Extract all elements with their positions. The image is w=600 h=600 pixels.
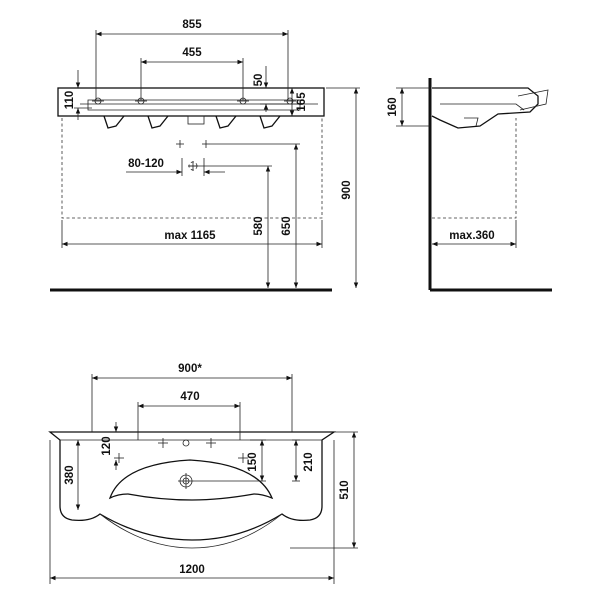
dim-120: 120 <box>101 422 119 470</box>
dim-580: 580 <box>190 165 272 288</box>
dim-150-label: 150 <box>247 452 259 471</box>
dim-580-label: 580 <box>253 216 265 235</box>
dim-max-360-label: max.360 <box>449 230 494 242</box>
dim-110: 110 <box>64 70 92 120</box>
dim-900-star: 900* <box>91 363 293 432</box>
dim-120-label: 120 <box>101 436 113 455</box>
dim-210-label: 210 <box>303 452 315 471</box>
top-view: 900* 470 120 150 210 <box>48 363 358 584</box>
waste-hole-icon <box>178 473 194 489</box>
dim-110-label: 110 <box>64 91 76 110</box>
dim-470: 470 <box>137 391 241 440</box>
dim-210: 210 <box>292 439 315 482</box>
dim-380-label: 380 <box>64 465 76 484</box>
basin-front-outline <box>57 87 325 117</box>
dim-165-label: 165 <box>296 92 308 112</box>
dim-max-1165: max 1165 <box>61 220 323 248</box>
dim-650-label: 650 <box>281 216 293 235</box>
dim-510: 510 <box>290 431 358 549</box>
dim-855-label: 855 <box>182 19 202 31</box>
dim-900-star-label: 900* <box>178 363 202 375</box>
dim-650: 650 <box>210 143 300 288</box>
dim-50-label: 50 <box>253 74 265 87</box>
dim-160: 160 <box>387 87 430 127</box>
dim-855: 855 <box>95 19 289 100</box>
dim-510-label: 510 <box>339 480 351 499</box>
dim-455: 455 <box>140 47 244 100</box>
dim-900-height: 900 <box>326 87 360 288</box>
dim-160-label: 160 <box>387 97 399 116</box>
basin-bowl-profile <box>87 99 301 111</box>
dim-470-label: 470 <box>180 391 199 403</box>
dim-80-120-label: 80-120 <box>128 158 164 170</box>
dim-165: 165 <box>289 88 308 116</box>
dim-1200: 1200 <box>49 440 335 584</box>
basin-bowl-outline <box>108 459 274 501</box>
basin-top-outline <box>48 431 337 541</box>
basin-side-profile <box>431 87 539 129</box>
dim-1200-label: 1200 <box>179 564 205 576</box>
side-view: 160 max.360 <box>387 78 552 292</box>
dim-150: 150 <box>194 439 266 482</box>
dim-max-1165-label: max 1165 <box>164 230 216 242</box>
dim-80-120: 80-120 <box>126 158 225 176</box>
front-view: 855 455 50 110 165 <box>50 19 360 292</box>
dim-380: 380 <box>64 440 81 510</box>
dim-900-height-label: 900 <box>341 180 353 199</box>
dim-455-label: 455 <box>182 47 202 59</box>
dim-50: 50 <box>253 66 300 112</box>
dim-max-360: max.360 <box>432 220 517 248</box>
max-outline-dashed <box>61 118 323 219</box>
